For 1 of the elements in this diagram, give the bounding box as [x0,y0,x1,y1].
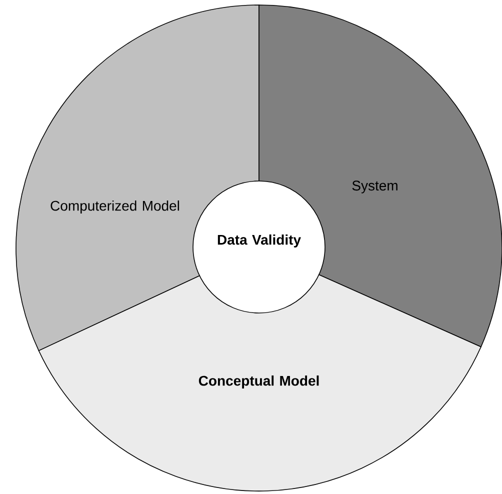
sector: Conceptual Model [38,248,482,492]
